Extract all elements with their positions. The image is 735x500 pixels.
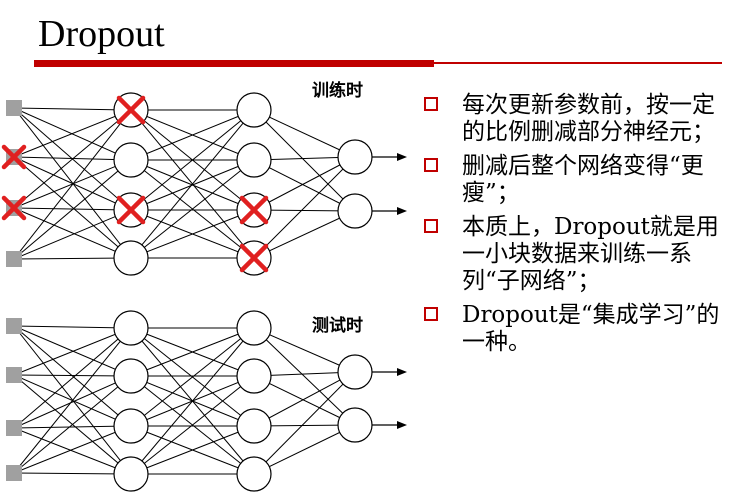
test-hidden-node <box>236 310 272 346</box>
test-connection <box>130 375 255 475</box>
train-connection <box>13 109 132 209</box>
train-connection <box>13 257 132 260</box>
red-x-icon <box>116 195 146 225</box>
test-connection <box>13 374 132 377</box>
bullet-item: 本质上，Dropout就是用一小块数据来训练一系列“子网络”； <box>422 214 727 295</box>
train-connection <box>253 156 356 211</box>
train-connection <box>130 159 255 259</box>
train-connection <box>253 156 356 259</box>
test-output-node <box>337 407 373 443</box>
test-input-node <box>6 420 22 436</box>
red-x-icon <box>116 95 146 125</box>
arrow-right-icon <box>397 153 407 161</box>
test-hidden-node <box>236 358 272 394</box>
arrow-right-icon <box>397 368 407 376</box>
red-x-icon <box>1 144 27 170</box>
test-connection <box>130 327 255 475</box>
test-input-node <box>6 367 22 383</box>
bullet-item: 每次更新参数前，按一定的比例删减部分神经元； <box>422 92 727 146</box>
test-hidden-node <box>113 408 149 444</box>
test-hidden-node <box>236 456 272 492</box>
train-connection <box>130 109 255 161</box>
test-input-node <box>6 318 22 334</box>
test-connection <box>130 425 255 475</box>
test-input-node <box>6 465 22 481</box>
test-hidden-node <box>113 310 149 346</box>
train-hidden-node <box>113 240 149 276</box>
slide-title: Dropout <box>38 13 165 55</box>
train-connection <box>130 209 255 259</box>
bullet-item: 删减后整个网络变得“更瘦”； <box>422 153 727 207</box>
train-connection <box>130 159 255 211</box>
test-connection <box>13 425 132 429</box>
red-x-icon <box>1 195 27 221</box>
bullet-text: 每次更新参数前，按一定的比例删减部分神经元； <box>462 92 715 145</box>
square-bullet-icon <box>424 307 438 321</box>
train-connection <box>13 109 132 260</box>
test-connection <box>253 424 356 475</box>
test-hidden-node <box>113 456 149 492</box>
red-x-icon <box>239 243 269 273</box>
test-connection <box>253 327 356 373</box>
test-label: 测试时 <box>312 316 363 336</box>
bullet-text: Dropout是“集成学习”的一种。 <box>462 302 720 355</box>
test-connection <box>130 327 255 427</box>
square-bullet-icon <box>424 219 438 233</box>
bullet-item: Dropout是“集成学习”的一种。 <box>422 302 727 356</box>
train-connection <box>253 210 356 259</box>
train-connection <box>13 209 132 260</box>
train-connection <box>253 109 356 158</box>
train-connection <box>130 109 255 259</box>
test-connection <box>13 425 132 474</box>
train-connection <box>13 156 132 259</box>
train-connection <box>253 159 356 212</box>
test-connection <box>13 472 132 475</box>
train-hidden-node <box>236 142 272 178</box>
train-connection <box>13 107 132 111</box>
test-connection <box>13 327 132 376</box>
test-hidden-node <box>236 408 272 444</box>
dropout-network-diagram <box>1 92 407 492</box>
train-connection <box>253 109 356 212</box>
train-connection <box>130 109 255 211</box>
test-connection <box>13 427 132 475</box>
test-hidden-node <box>113 358 149 394</box>
bullet-text: 删减后整个网络变得“更瘦”； <box>462 153 704 206</box>
test-connection <box>13 327 132 474</box>
train-hidden-node <box>236 92 272 128</box>
title-underline-thick <box>34 60 434 67</box>
square-bullet-icon <box>424 97 438 111</box>
arrow-right-icon <box>397 421 407 429</box>
test-connection <box>253 375 356 426</box>
arrow-right-icon <box>397 207 407 215</box>
bullet-list: 每次更新参数前，按一定的比例删减部分神经元； 删减后整个网络变得“更瘦”； 本质… <box>422 92 727 363</box>
test-connection <box>253 327 356 426</box>
test-connection <box>13 325 132 329</box>
train-output-node <box>337 193 373 229</box>
test-connection <box>253 371 356 475</box>
train-input-node <box>6 100 22 116</box>
title-underline-thin <box>434 62 722 64</box>
test-connection <box>13 327 132 429</box>
train-label: 训练时 <box>312 81 363 101</box>
bullet-text: 本质上，Dropout就是用一小块数据来训练一系列“子网络”； <box>462 214 719 294</box>
test-connection <box>13 375 132 429</box>
train-connection <box>13 207 132 259</box>
train-output-node <box>337 139 373 175</box>
train-connection <box>13 109 132 158</box>
square-bullet-icon <box>424 158 438 172</box>
test-connection <box>13 375 132 474</box>
test-connection <box>130 327 255 377</box>
test-output-node <box>337 354 373 390</box>
test-connection <box>253 371 356 427</box>
train-input-node <box>6 251 22 267</box>
train-connection <box>13 159 132 260</box>
train-hidden-node <box>113 142 149 178</box>
red-x-icon <box>239 195 269 225</box>
